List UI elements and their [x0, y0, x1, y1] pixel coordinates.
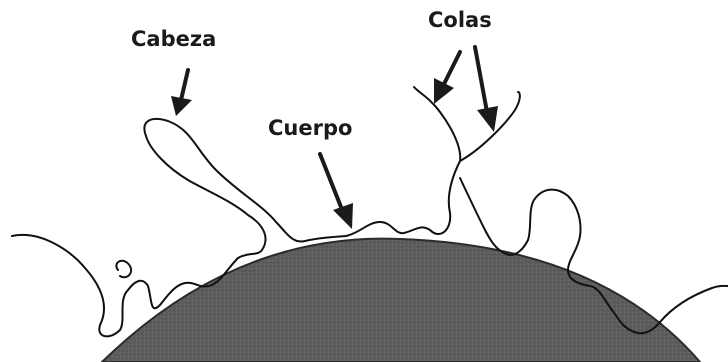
polymer-loop-left: [116, 261, 131, 278]
label-body: Cuerpo: [268, 116, 352, 140]
arrow-body-label: [320, 154, 353, 229]
arrow-tails-label-left: [434, 52, 460, 104]
label-tails: Colas: [428, 8, 492, 32]
label-head: Cabeza: [131, 27, 216, 51]
arrow-head-label: [171, 70, 192, 116]
particle-surface: [102, 239, 700, 362]
arrow-tails-label-right: [475, 47, 498, 132]
